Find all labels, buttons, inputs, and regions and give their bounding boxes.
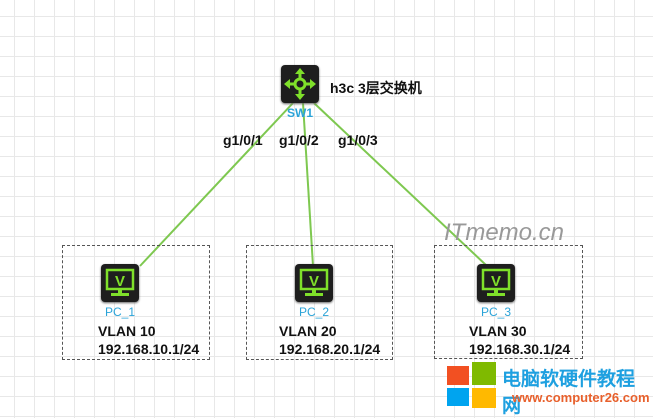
link-pc2 (302, 102, 314, 267)
logo-url: www.computer26.com (512, 390, 650, 405)
vlan-label: VLAN 30 (469, 323, 527, 339)
port-label: g1/0/1 (223, 132, 263, 148)
vlan10-group (62, 245, 210, 360)
vlan30-group (434, 245, 583, 359)
switch-label: SW1 (286, 106, 313, 120)
svg-text:V: V (115, 273, 125, 290)
pc-2[interactable]: V (295, 264, 333, 302)
ip-label: 192.168.30.1/24 (469, 341, 571, 357)
pc-label: PC_3 (480, 305, 512, 319)
port-label: g1/0/2 (279, 132, 319, 148)
switch-title: h3c 3层交换机 (330, 80, 422, 96)
logo-title: 电脑软硬件教程网 (502, 369, 636, 417)
vlan20-group (246, 245, 393, 360)
pc-label: PC_1 (104, 305, 136, 319)
port-label: g1/0/3 (338, 132, 378, 148)
pc-3[interactable]: V (477, 264, 515, 302)
vlan-label: VLAN 10 (98, 323, 156, 339)
pc-1[interactable]: V (101, 264, 139, 302)
monitor-icon: V (105, 268, 135, 296)
monitor-icon: V (299, 268, 329, 296)
ip-label: 192.168.20.1/24 (279, 341, 381, 357)
switch-sw1[interactable] (281, 65, 319, 103)
link-pc1 (139, 102, 294, 267)
link-pc3 (313, 102, 488, 267)
svg-text:V: V (491, 273, 501, 290)
pc-label: PC_2 (298, 305, 330, 319)
watermark: ITmemo.cn (444, 219, 565, 246)
monitor-icon: V (481, 268, 511, 296)
ip-label: 192.168.10.1/24 (98, 341, 200, 357)
svg-text:V: V (309, 273, 319, 290)
vlan-label: VLAN 20 (279, 323, 337, 339)
l3-switch-icon (284, 68, 316, 100)
